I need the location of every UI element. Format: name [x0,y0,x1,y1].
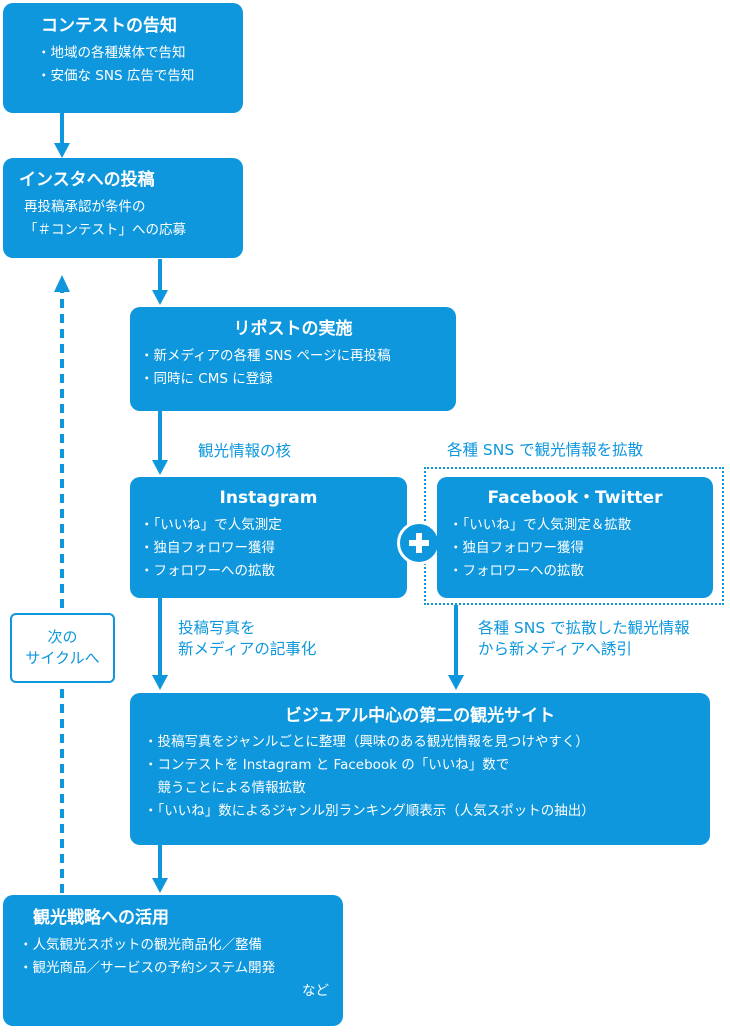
next-cycle-box: 次の サイクルへ [10,613,115,683]
insta-post-title: インスタへの投稿 [19,170,155,190]
instagram-item: ・独自フォロワー獲得 [140,540,275,556]
label-guide-line: 各種 SNS で拡散した観光情報 [478,619,690,637]
repost-item: ・新メディアの各種 SNS ページに再投稿 [140,348,391,364]
label-articles-line: 投稿写真を [178,619,256,637]
next-cycle-line: 次の [47,628,78,646]
instagram-box: Instagram ・「いいね」で人気測定 ・独自フォロワー獲得 ・フォロワーへ… [130,477,407,598]
contest-item: ・安価な SNS 広告で告知 [37,68,195,84]
visual-site-line: ・「いいね」数によるジャンル別ランキング順表示（人気スポットの抽出） [144,803,595,819]
visual-site-title: ビジュアル中心の第二の観光サイト [284,706,556,726]
instagram-item: ・「いいね」で人気測定 [140,517,282,533]
insta-post-line: 再投稿承認が条件の [24,199,146,215]
insta-post-line: 「＃コンテスト」への応募 [24,222,186,238]
strategy-title: 観光戦略への活用 [33,908,169,928]
instagram-title: Instagram [219,488,318,508]
insta-post-box: インスタへの投稿 再投稿承認が条件の 「＃コンテスト」への応募 [3,158,243,258]
instagram-item: ・フォロワーへの拡散 [140,563,275,579]
label-guide-line: から新メディアへ誘引 [478,640,632,658]
strategy-note: など [302,983,329,999]
repost-title: リポストの実施 [233,319,353,339]
strategy-item: ・人気観光スポットの観光商品化／整備 [19,937,262,953]
next-cycle-line: サイクルへ [25,649,100,667]
strategy-item: ・観光商品／サービスの予約システム開発 [19,960,276,976]
visual-site-line: ・投稿写真をジャンルごとに整理（興味のある観光情報を見つけやすく） [144,734,589,750]
visual-site-line: 競うことによる情報拡散 [144,780,306,796]
contest-title: コンテストの告知 [41,16,177,36]
strategy-box: 観光戦略への活用 ・人気観光スポットの観光商品化／整備 ・観光商品／サービスの予… [3,895,343,1026]
repost-box: リポストの実施 ・新メディアの各種 SNS ページに再投稿 ・同時に CMS に… [130,307,456,411]
facebook-twitter-item: ・フォロワーへの拡散 [449,563,584,579]
label-guide: 各種 SNS で拡散した観光情報 から新メディアへ誘引 [478,618,690,660]
facebook-twitter-title: Facebook・Twitter [487,488,663,508]
visual-site-box: ビジュアル中心の第二の観光サイト ・投稿写真をジャンルごとに整理（興味のある観光… [130,693,710,845]
facebook-twitter-item: ・「いいね」で人気測定＆拡散 [449,517,632,533]
label-articles: 投稿写真を 新メディアの記事化 [178,618,316,660]
label-sns-spread: 各種 SNS で観光情報を拡散 [447,441,644,459]
contest-item: ・地域の各種媒体で告知 [37,45,186,61]
contest-announcement-box: コンテストの告知 ・地域の各種媒体で告知 ・安価な SNS 広告で告知 [3,3,243,113]
visual-site-line: ・コンテストを Instagram と Facebook の「いいね」数で [144,757,510,773]
label-articles-line: 新メディアの記事化 [178,640,317,658]
plus-icon [397,521,441,565]
label-tourism-core: 観光情報の核 [198,442,292,460]
facebook-twitter-item: ・独自フォロワー獲得 [449,540,584,556]
facebook-twitter-box: Facebook・Twitter ・「いいね」で人気測定＆拡散 ・独自フォロワー… [437,477,713,598]
repost-item: ・同時に CMS に登録 [140,371,273,387]
